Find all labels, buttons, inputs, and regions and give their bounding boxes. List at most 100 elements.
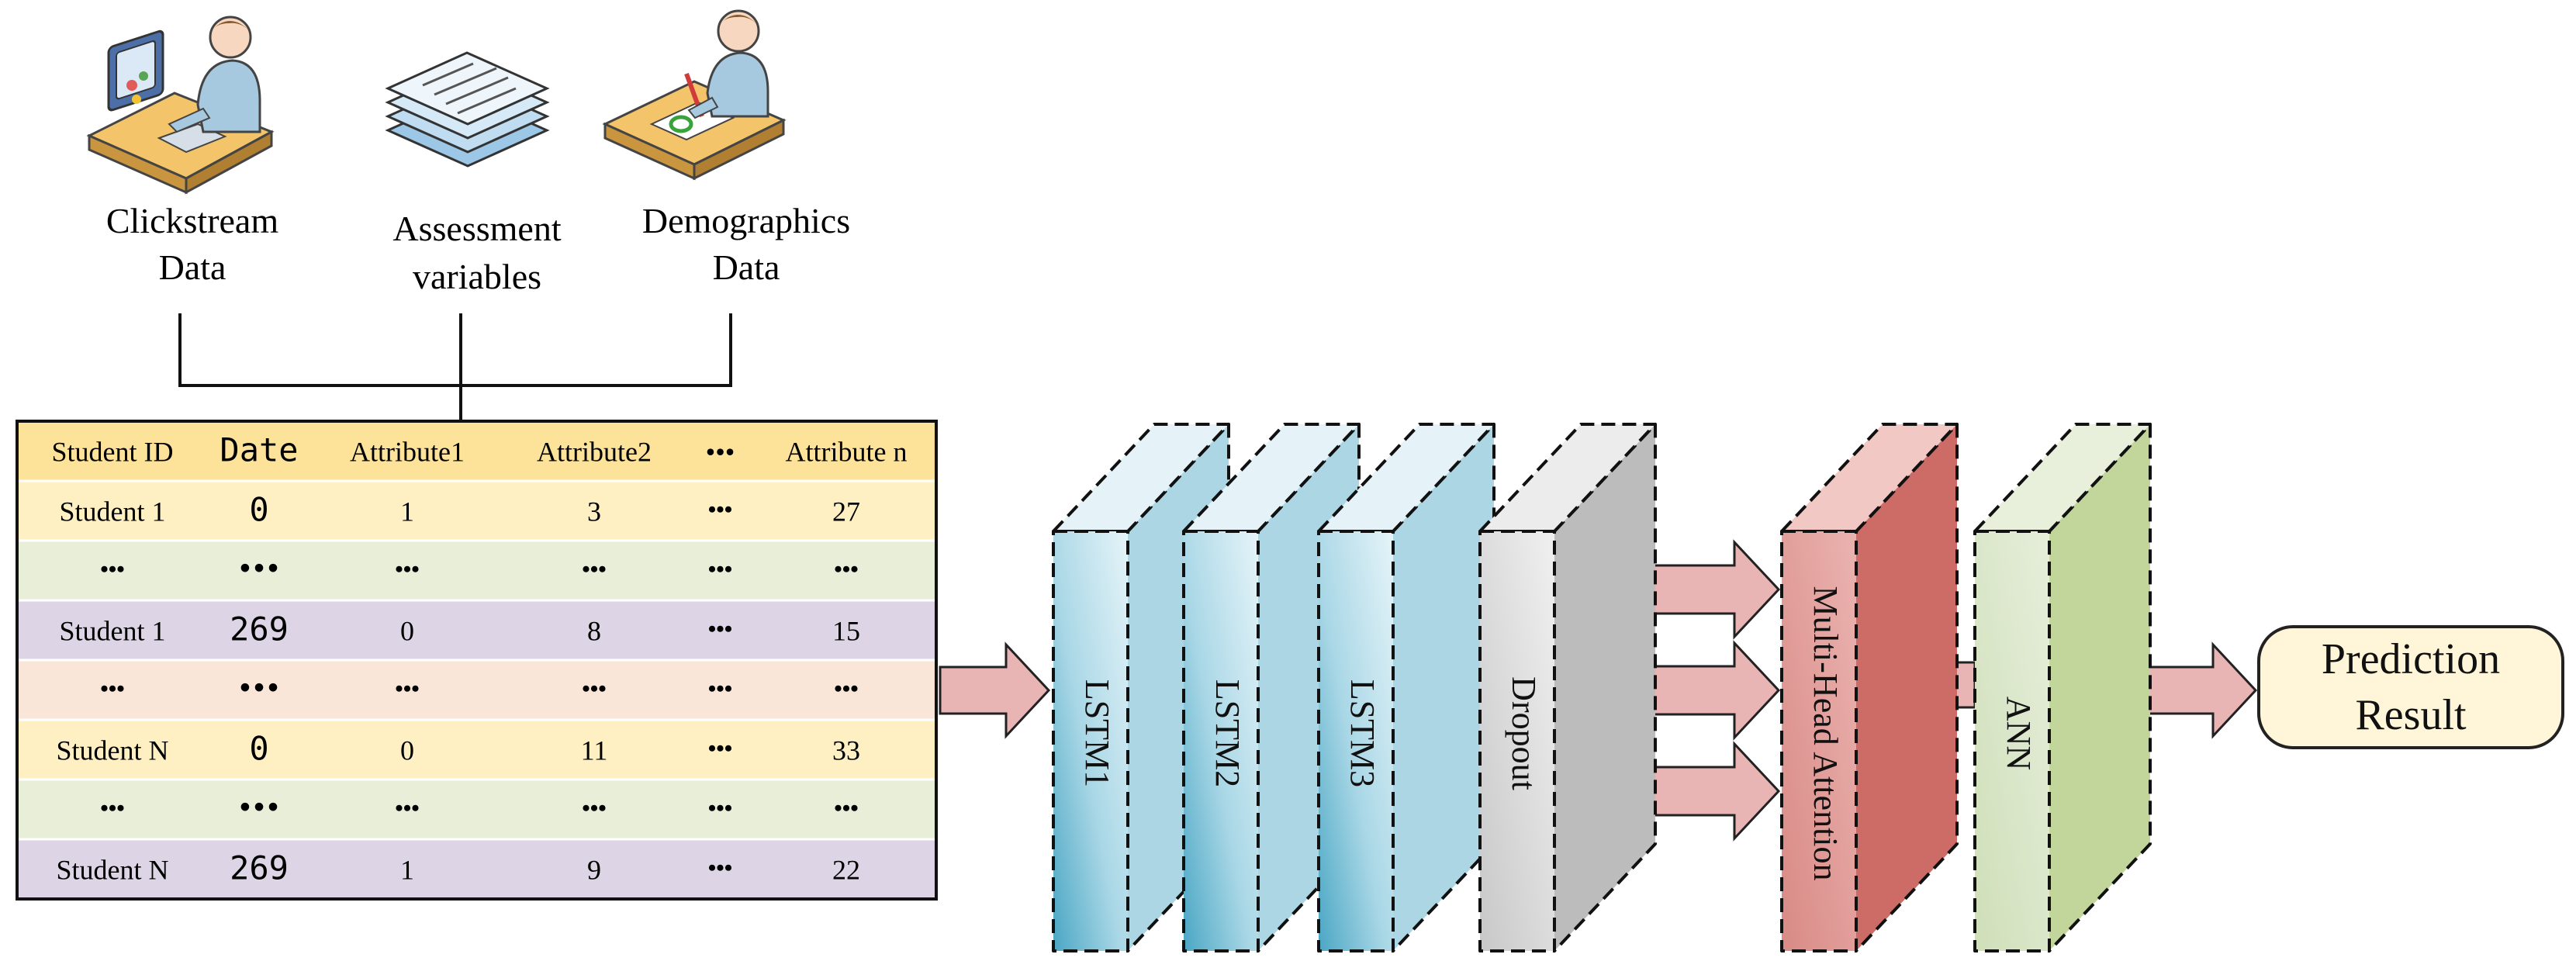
table-cell: Student 1 [59, 496, 165, 527]
table-cell: ••• [834, 557, 859, 583]
table-cell: ••• [582, 557, 607, 583]
assessment-label-line2: variables [413, 257, 541, 296]
table-cell: 0 [400, 735, 414, 766]
table-cell: 1 [400, 496, 414, 527]
table-cell: Student N [56, 735, 168, 766]
lstm3-label: LSTM3 [1343, 679, 1381, 787]
table-cell: ••• [708, 796, 733, 821]
demographics-user-writing-icon [602, 9, 787, 181]
table-cell: ••• [582, 676, 607, 702]
lstm2-top-face [1182, 423, 1361, 533]
dropout-front-face [1478, 530, 1556, 952]
lstm1-top-face [1052, 423, 1230, 533]
ann-layer-block: ANN [1973, 423, 2152, 952]
ann-top-face [1973, 423, 2152, 533]
table-row [17, 720, 936, 780]
table-cell: 1 [400, 855, 414, 886]
table-cell: ••• [582, 796, 607, 821]
table-cell: ••• [834, 796, 859, 821]
table-row [17, 780, 936, 839]
dropout-top-face [1478, 423, 1657, 533]
lstm1-label: LSTM1 [1078, 679, 1116, 787]
clickstream-label: Clickstream Data [106, 201, 278, 287]
table-header-cell: ••• [706, 437, 735, 468]
mha-side-face [1855, 423, 1959, 952]
assessment-label: Assessment variables [392, 209, 561, 296]
table-header-cell: Date [220, 431, 298, 469]
mha-front-face [1780, 530, 1858, 952]
table-cell: ••• [708, 497, 733, 523]
table-cell: 22 [832, 855, 860, 886]
table-cell: 0 [400, 616, 414, 647]
table-header-cell: Student ID [52, 437, 174, 468]
table-cell: 8 [587, 616, 601, 647]
ann-label: ANN [2000, 697, 2038, 770]
table-cell: 9 [587, 855, 601, 886]
clickstream-label-line1: Clickstream [106, 201, 278, 240]
table-cell: ••• [395, 796, 420, 821]
table-cell: ••• [100, 557, 125, 583]
table-cell: 3 [587, 496, 601, 527]
table-cell: ••• [395, 676, 420, 702]
lstm3-layer-block: LSTM3 [1317, 423, 1495, 952]
assessment-label-line1: Assessment [392, 209, 561, 248]
dropout-side-face [1553, 423, 1657, 952]
table-cell: Student N [56, 855, 168, 886]
table-cell: 15 [832, 616, 860, 647]
table-cell: 269 [230, 610, 289, 648]
table-cell: 0 [249, 730, 268, 768]
table-header-cell: Attribute n [786, 437, 908, 468]
mha-top-face [1780, 423, 1959, 533]
lstm2-label: LSTM2 [1208, 679, 1247, 787]
prediction-result-line2: Result [2355, 691, 2467, 739]
table-cell: 27 [832, 496, 860, 527]
table-cell: ••• [100, 676, 125, 702]
table-cell: ••• [238, 556, 280, 583]
table-cell: ••• [100, 796, 125, 821]
table-header-row [17, 421, 936, 481]
table-row [17, 660, 936, 720]
table-cell: ••• [708, 676, 733, 702]
table-header-cell: Attribute2 [537, 437, 652, 468]
lstm3-top-face [1317, 423, 1495, 533]
table-row [17, 839, 936, 899]
table-cell: 33 [832, 735, 860, 766]
table-to-lstm-arrow [939, 641, 1051, 739]
table-header-cell: Attribute1 [350, 437, 465, 468]
demographics-label: Demographics Data [642, 201, 850, 287]
table-cell: ••• [238, 795, 280, 822]
clickstream-user-computer-icon [86, 16, 275, 195]
lstm1-front-face [1052, 530, 1129, 952]
table-cell: ••• [834, 676, 859, 702]
assessment-papers-stack-icon [385, 51, 550, 168]
mha-layer-block: Multi-Head Attention [1780, 423, 1959, 952]
table-cell: ••• [708, 856, 733, 881]
mha-label: Multi-Head Attention [1807, 586, 1845, 880]
table-row [17, 600, 936, 660]
demographics-label-line2: Data [713, 247, 780, 287]
clickstream-label-line2: Data [159, 247, 226, 287]
table-cell: ••• [708, 617, 733, 642]
sources-merge-connector [178, 313, 732, 420]
dropout-layer-block: Dropout [1478, 423, 1657, 952]
lstm3-front-face [1317, 530, 1395, 952]
table-cell: ••• [395, 557, 420, 583]
prediction-result-box: Prediction Result [2257, 625, 2564, 749]
ann-front-face [1973, 530, 2051, 952]
table-cell: Student 1 [59, 616, 165, 647]
table-cell: 11 [581, 735, 608, 766]
table-cell: ••• [708, 557, 733, 583]
table-cell: ••• [238, 676, 280, 703]
table-border [16, 420, 938, 901]
prediction-result-line1: Prediction [2321, 635, 2501, 683]
ann-side-face [2048, 423, 2152, 952]
lstm2-front-face [1182, 530, 1260, 952]
table-row [17, 541, 936, 600]
student-data-table: Student ID Date Attribute1 Attribute2 ••• Att… [16, 420, 938, 901]
dropout-label: Dropout [1505, 676, 1543, 790]
table-cell: 269 [230, 849, 289, 887]
table-cell: ••• [708, 736, 733, 762]
table-cell: 0 [249, 491, 268, 529]
network-layers: LSTM1 LSTM2 LSTM3 Dropout Multi-Head Attenti… [1052, 423, 2152, 952]
